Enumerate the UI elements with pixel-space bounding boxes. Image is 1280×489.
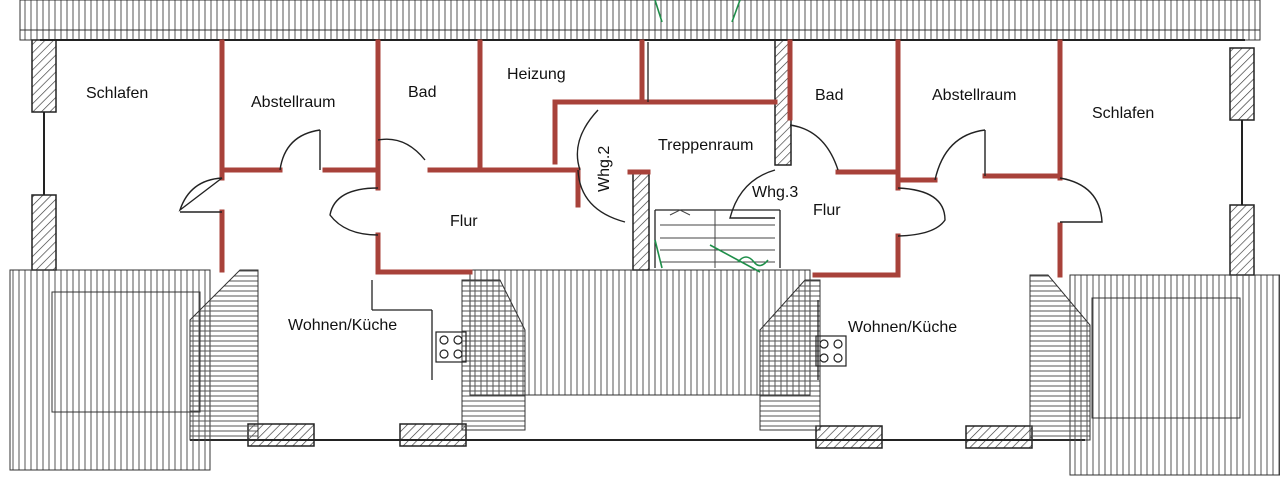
room-label-flur-left: Flur <box>450 213 478 230</box>
interior-walls <box>219 39 1063 278</box>
roof-hatch-middle <box>461 269 821 431</box>
unit-label-whg2: Whg.2 <box>596 145 613 192</box>
door-swings <box>178 109 1103 237</box>
room-label-bad-left: Bad <box>408 84 437 101</box>
room-label-abstellraum-right: Abstellraum <box>932 87 1017 104</box>
room-label-abstellraum-left: Abstellraum <box>251 94 336 111</box>
roof-strip-top <box>19 0 1261 41</box>
unit-label-whg3: Whg.3 <box>752 184 799 201</box>
room-label-wohnen-kueche-right: Wohnen/Küche <box>848 319 958 336</box>
thin-walls <box>371 42 819 380</box>
stair-markings <box>654 0 769 273</box>
room-label-flur-right: Flur <box>813 202 841 219</box>
room-label-wohnen-kueche-left: Wohnen/Küche <box>288 317 398 334</box>
roof-hatch-right <box>1029 274 1280 476</box>
room-label-schlafen-right: Schlafen <box>1092 105 1155 122</box>
room-label-treppenraum: Treppenraum <box>658 137 754 154</box>
room-label-schlafen-left: Schlafen <box>86 85 149 102</box>
roof-hatch-left <box>9 269 259 471</box>
room-label-bad-right: Bad <box>815 87 844 104</box>
stove-icon <box>435 331 847 367</box>
room-label-heizung: Heizung <box>507 66 566 83</box>
stairs <box>660 209 775 268</box>
